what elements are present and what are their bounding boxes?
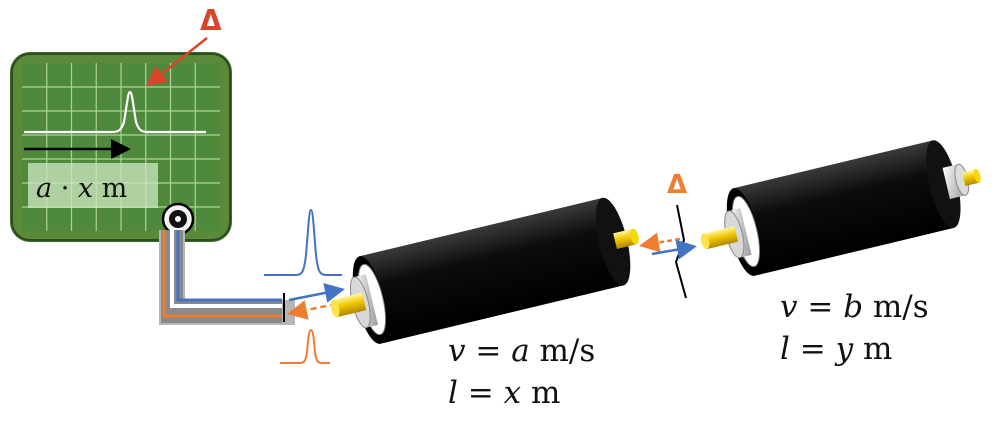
feed-cable bbox=[159, 230, 295, 325]
reflected-pulse-icon bbox=[280, 328, 330, 364]
scope-trace bbox=[24, 90, 206, 134]
incident-arrow bbox=[288, 283, 345, 303]
discontinuity: Δ bbox=[639, 170, 697, 299]
incident-pulse-icon bbox=[264, 208, 342, 276]
cable-1 bbox=[330, 197, 639, 344]
cable-2-jacket bbox=[733, 140, 954, 276]
feed-blue-line bbox=[176, 230, 282, 302]
cable-1-velocity-label: v = a m/s bbox=[448, 333, 595, 369]
cable-2-conductor bbox=[703, 226, 739, 250]
cable-1-length-label: l = x m bbox=[448, 375, 560, 411]
cable-2-length-label: l = y m bbox=[780, 331, 892, 367]
reflected-arrow bbox=[287, 300, 337, 320]
feed-orange-line bbox=[162, 230, 282, 318]
delta-label-break: Δ bbox=[667, 170, 687, 200]
cable-2-velocity-label: v = b m/s bbox=[780, 289, 929, 325]
cable-1-jacket bbox=[359, 197, 624, 344]
readout-box bbox=[28, 163, 158, 208]
cable-2 bbox=[700, 140, 981, 276]
break-incident-arrow bbox=[651, 239, 697, 260]
break-reflection-arrow bbox=[639, 232, 681, 253]
break-mark bbox=[674, 204, 687, 299]
cable-1-conductor bbox=[332, 292, 367, 318]
readout-text: a · x m bbox=[36, 173, 127, 204]
delta-label-top: Δ bbox=[200, 4, 222, 37]
oscilloscope: a · x m bbox=[10, 52, 232, 242]
delta-arrow-top bbox=[146, 37, 208, 87]
